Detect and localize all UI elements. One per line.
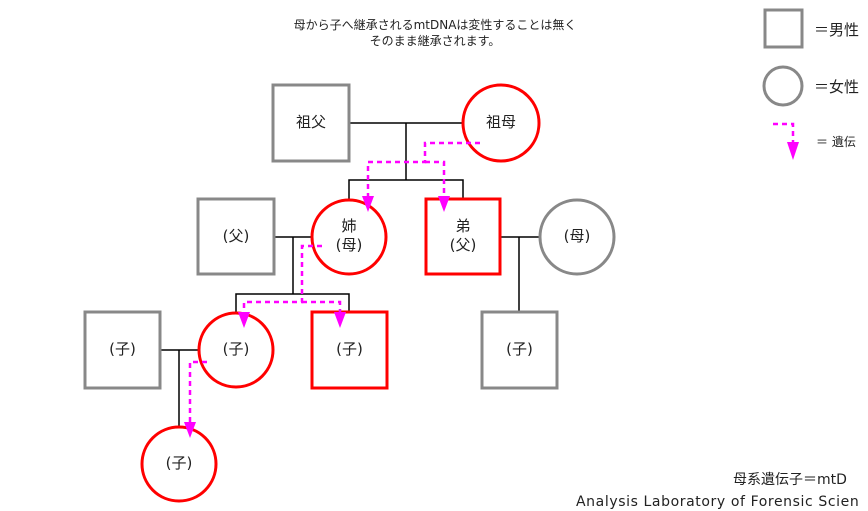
child-a-label: (子) [109, 340, 136, 358]
mother-in-law-circle [538, 198, 616, 276]
legend-male-square [763, 8, 804, 49]
brother-square [424, 197, 502, 276]
sister-name: 姉 [341, 217, 357, 235]
arrowheads [184, 142, 799, 438]
legend-female-label: ＝女性 [814, 78, 860, 96]
explanation-note: 母から子へ継承されるmtDNAは変性することは無く そのまま継承されます。 [250, 17, 620, 49]
footer-title: 母系遺伝子＝mtD [733, 472, 847, 488]
inheritance-arrows [188, 122, 795, 426]
grandchild-label: (子) [165, 454, 193, 472]
brother-role: (父) [449, 236, 477, 254]
legend-male-label: ＝男性 [814, 21, 860, 39]
child-b-circle [197, 311, 275, 389]
legend-female-circle [762, 65, 804, 107]
child-d-label: (子) [506, 340, 533, 358]
child-d-square [480, 310, 559, 390]
child-c-label: (子) [336, 340, 363, 358]
brother-name: 弟 [455, 217, 471, 235]
grandfather-label: 祖父 [295, 113, 326, 131]
note-line-2: そのまま継承されます。 [369, 34, 501, 48]
child-a-square [83, 310, 162, 390]
legend-inheritance-label: ＝ 遺伝 [816, 135, 856, 149]
sister-label: 姉 (母) [312, 217, 386, 255]
note-line-1: 母から子へ継承されるmtDNAは変性することは無く [293, 18, 577, 32]
sister-role: (母) [335, 236, 363, 254]
child-c-square [310, 310, 389, 390]
family-lines [160, 122, 539, 427]
father-in-law-label: (父) [222, 227, 250, 245]
father-in-law-square [196, 197, 276, 276]
grandmother-label: 祖母 [485, 113, 516, 131]
footer-org: Analysis Laboratory of Forensic Scien [576, 494, 860, 510]
grandfather-square [271, 83, 351, 163]
mother-in-law-label: (母) [563, 227, 591, 245]
child-b-label: (子) [222, 340, 250, 358]
brother-label: 弟 (父) [426, 217, 500, 255]
grandmother-circle [461, 83, 541, 163]
grandchild-circle [140, 425, 218, 503]
sister-circle [310, 198, 388, 276]
